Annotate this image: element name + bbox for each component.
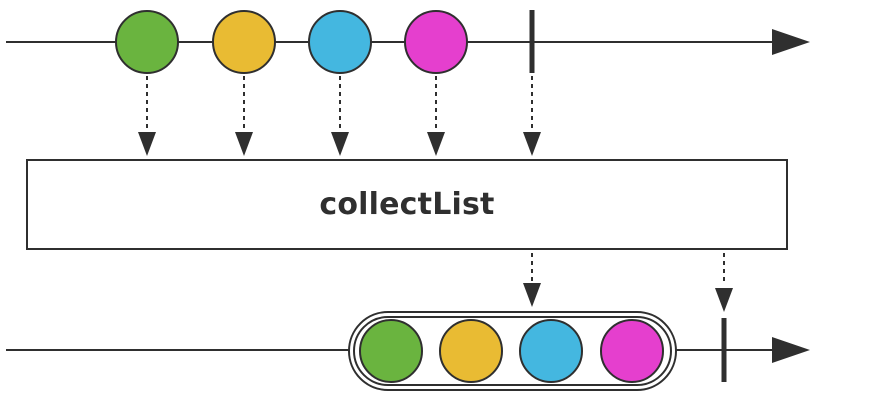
operator-box: collectList <box>26 159 788 250</box>
output-marble-blue <box>519 319 583 383</box>
output-timeline-arrowhead <box>772 337 810 363</box>
output-marble-magenta <box>600 319 664 383</box>
input-timeline-arrowhead <box>772 29 810 55</box>
input-marble-yellow <box>212 10 276 74</box>
output-marble-yellow <box>439 319 503 383</box>
output-marble-green <box>359 319 423 383</box>
output-list-capsule-inner <box>353 316 672 386</box>
input-arrowheads <box>138 132 541 156</box>
input-marble-magenta <box>404 10 468 74</box>
input-marble-green <box>115 10 179 74</box>
input-marble-blue <box>308 10 372 74</box>
output-dashed-arrows <box>531 253 725 284</box>
input-dashed-arrows <box>146 76 533 134</box>
output-arrowheads <box>523 283 733 312</box>
operator-label: collectList <box>319 187 495 222</box>
output-list-capsule <box>348 311 677 391</box>
